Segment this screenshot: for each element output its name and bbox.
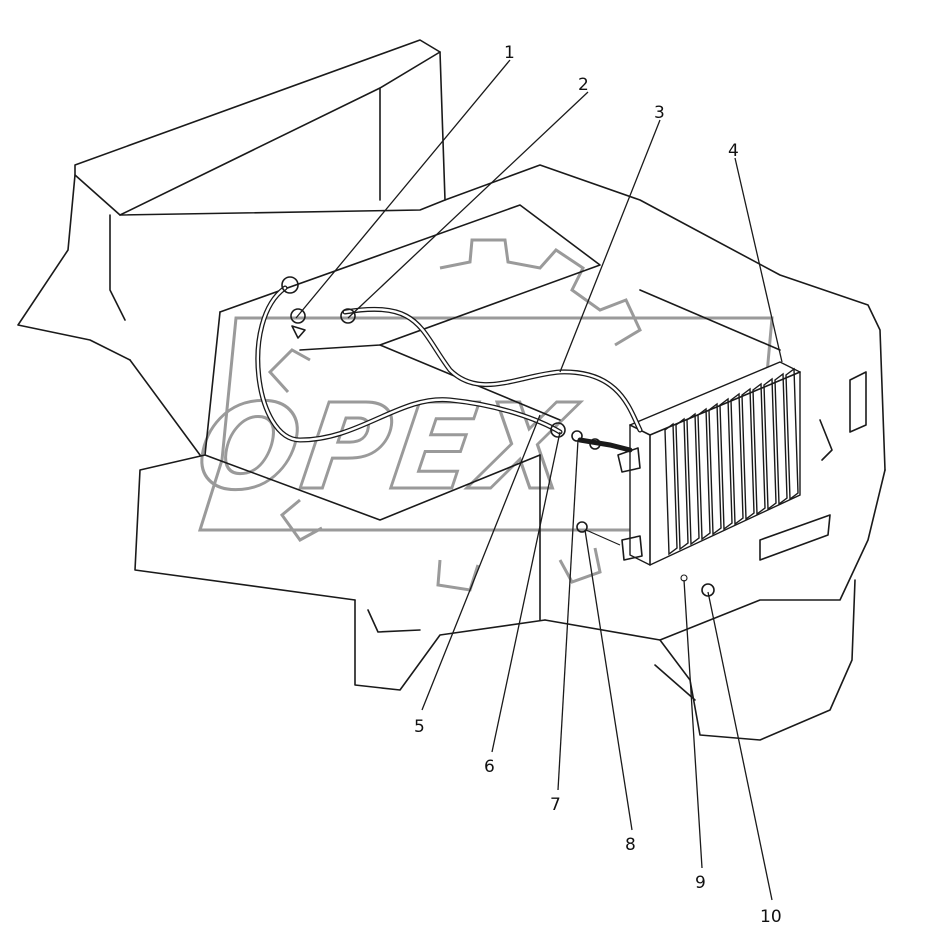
fitting-1b	[290, 308, 306, 324]
leader-lines	[295, 59, 783, 901]
callout-labels: 1 2 3 4 5 6 7 8 9 10	[414, 43, 782, 927]
radiator-fin	[752, 382, 766, 516]
callout-2: 2	[578, 75, 589, 95]
fittings	[281, 276, 715, 597]
fitting-2	[340, 308, 356, 324]
fitting-6	[550, 422, 566, 438]
radiator-fin	[708, 402, 722, 536]
callout-3: 3	[654, 103, 665, 123]
fitting-7b	[589, 438, 601, 450]
nut-10	[701, 583, 715, 597]
callout-1: 1	[504, 43, 515, 63]
callout-6: 6	[484, 757, 495, 777]
fitting-1a	[281, 276, 299, 294]
clamp	[617, 447, 641, 473]
radiator-fins	[664, 367, 799, 556]
bracket	[621, 535, 643, 561]
radiator-fin	[763, 377, 777, 511]
callout-8: 8	[625, 835, 636, 855]
hose-short	[577, 437, 633, 453]
radiator-cooler	[629, 361, 801, 566]
hoses	[255, 285, 643, 453]
radiator-fin	[697, 407, 711, 541]
callout-5: 5	[414, 717, 425, 737]
callout-4: 4	[728, 141, 739, 161]
fitting-7	[571, 430, 583, 442]
gear-icon	[267, 238, 642, 592]
callout-7: 7	[550, 795, 561, 815]
bolt-8	[576, 521, 588, 533]
radiator-fin	[686, 412, 700, 546]
callout-9: 9	[695, 873, 706, 893]
radiator-fin	[774, 372, 788, 506]
radiator-fin	[785, 367, 799, 501]
radiator-fin	[730, 392, 744, 526]
vehicle-body	[17, 39, 886, 741]
callout-10: 10	[760, 907, 782, 927]
radiator-fin	[741, 387, 755, 521]
watermark-text: OPEX	[190, 379, 585, 516]
radiator-fin	[719, 397, 733, 531]
